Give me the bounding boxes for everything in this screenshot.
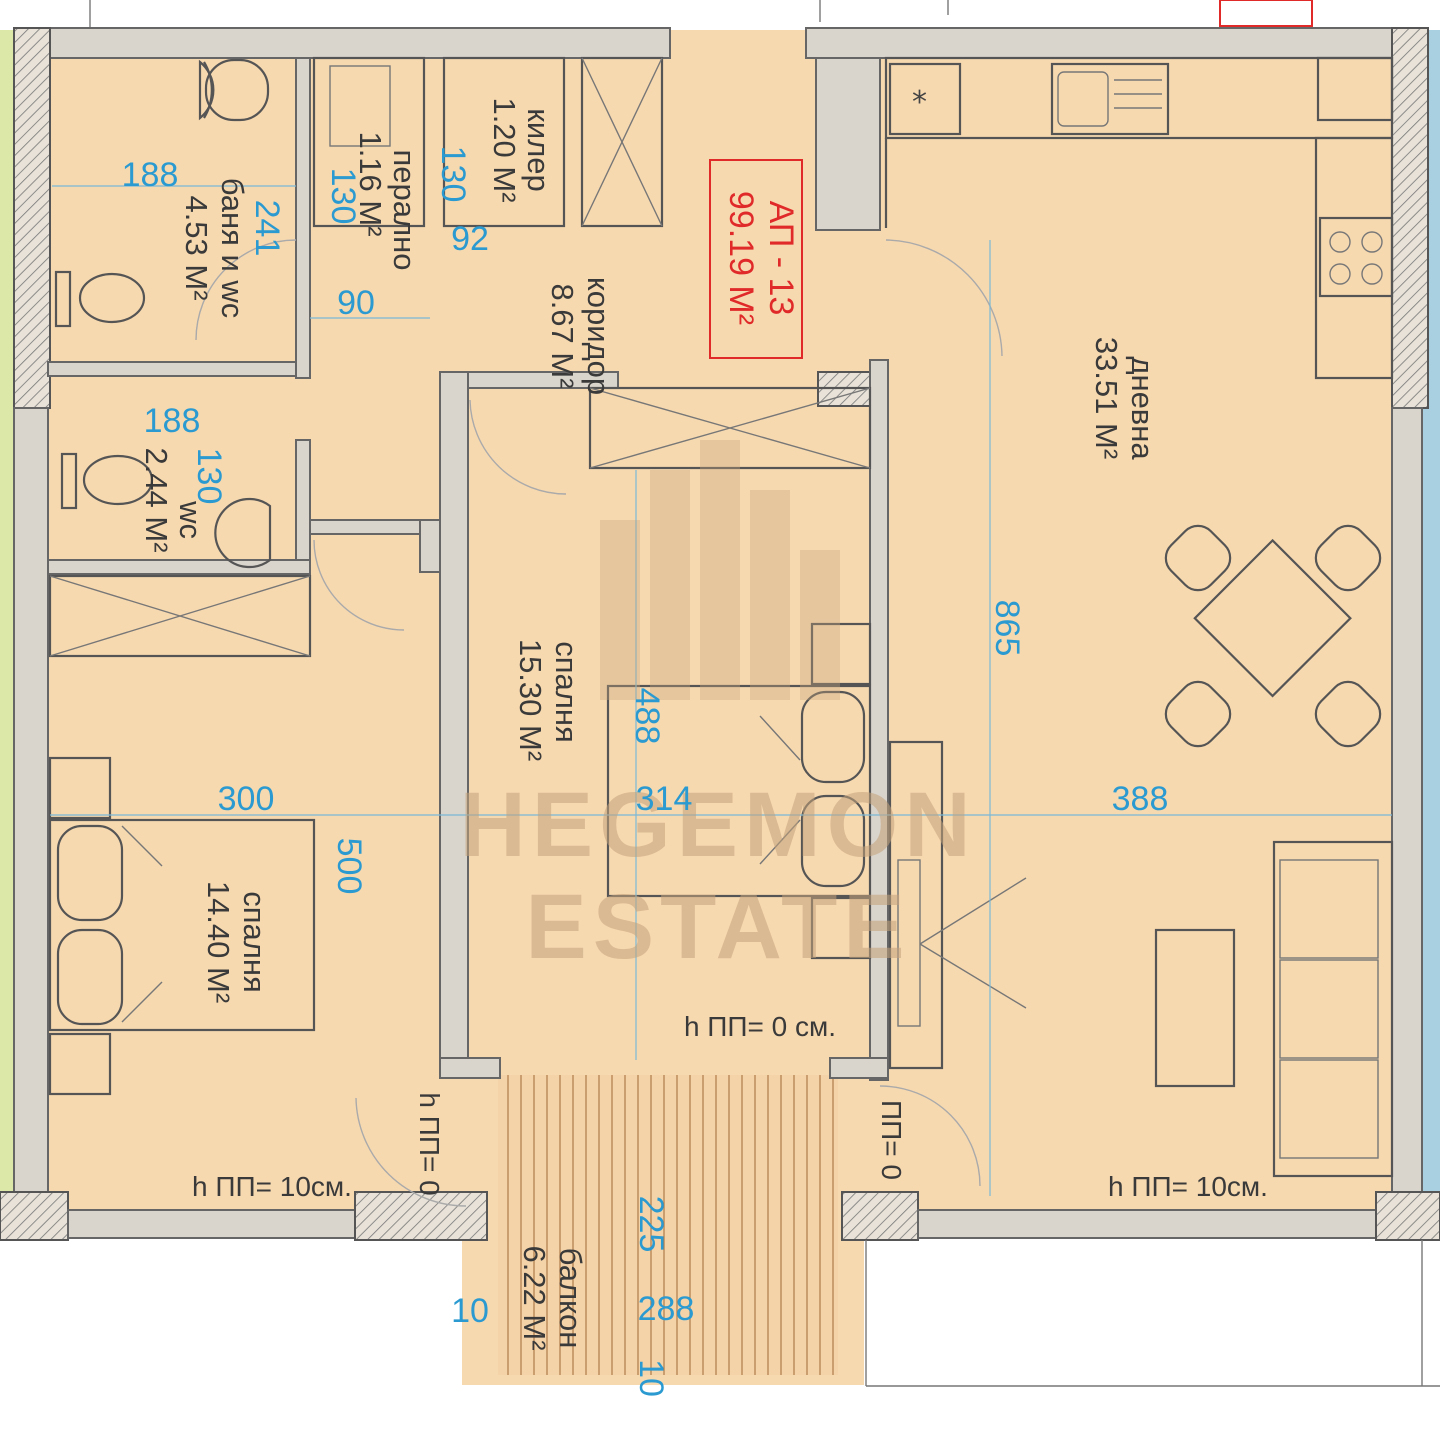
svg-text:*: * — [912, 85, 927, 120]
wc-name: wc — [173, 500, 208, 539]
storage-units — [48, 56, 872, 658]
dim-bath-length: 241 — [248, 200, 286, 257]
floor-level-door-right: ПП= 0 — [876, 1100, 907, 1180]
watermark-line1: HEGEMON — [459, 774, 976, 876]
floor-level-right: h ПП= 10см. — [1108, 1171, 1268, 1202]
laundry-name: перално — [387, 150, 422, 271]
dimension-lines — [50, 185, 1392, 1196]
dim-small-bedroom-width: 300 — [218, 780, 275, 818]
dim-balcony-depth: 225 — [632, 1196, 670, 1253]
kitchen-fixtures: * — [884, 56, 1394, 380]
dim-balcony-left-offset: 10 — [451, 1292, 489, 1330]
apartment-label: АП - 13 99.19 М² — [709, 159, 803, 359]
floor-level-center: h ПП= 0 см. — [684, 1011, 836, 1042]
dim-closet-width: 92 — [451, 220, 489, 258]
wc-area: 2.44 М² — [139, 447, 174, 552]
floor-level-labels: h ПП= 10см. h ПП= 0 см. h ПП= 10см. h ПП… — [192, 1011, 1268, 1202]
main-bedroom-area: 15.30 М² — [513, 639, 548, 761]
balcony-name: балкон — [553, 1248, 588, 1349]
living-area: 33.51 М² — [1089, 337, 1124, 459]
balcony-deck — [498, 1075, 838, 1375]
balcony-area: 6.22 М² — [517, 1245, 552, 1350]
watermark-line2: ESTATE — [525, 876, 910, 978]
bath-wc-name: баня и wc — [215, 178, 250, 319]
terrace-railing — [865, 1240, 1440, 1387]
watermark-logo: HEGEMON ESTATE — [459, 440, 976, 978]
dim-main-bedroom-width: 314 — [636, 780, 693, 818]
dim-balcony-width: 288 — [638, 1290, 695, 1328]
corridor-name: коридор — [581, 277, 616, 395]
dim-living-length: 865 — [988, 600, 1026, 657]
closet-area: 1.20 М² — [487, 97, 522, 202]
closet-name: килер — [521, 108, 556, 191]
dim-small-bedroom-length: 500 — [330, 838, 368, 895]
dim-laundry-width: 90 — [337, 284, 375, 322]
dim-main-bedroom-length: 488 — [628, 688, 666, 745]
apartment-floor — [18, 30, 1422, 1238]
door-swings — [195, 239, 1003, 1207]
floor-level-door-left: h ПП= 0 — [414, 1092, 445, 1195]
dim-wc-depth: 130 — [190, 448, 228, 505]
living-name: дневна — [1125, 356, 1160, 460]
laundry-area: 1.16 М² — [353, 131, 388, 236]
floor-level-left: h ПП= 10см. — [192, 1171, 352, 1202]
dim-living-width: 388 — [1112, 780, 1169, 818]
apartment-area: 99.19 М² — [722, 191, 760, 325]
dim-laundry-depth: 130 — [324, 168, 362, 225]
dining-set — [1164, 524, 1382, 748]
apartment-name: АП - 13 — [762, 201, 800, 316]
interior-walls — [47, 57, 889, 1081]
living-furniture — [888, 740, 1394, 1178]
dim-wc-width: 188 — [144, 402, 201, 440]
dim-bath-width: 188 — [122, 156, 179, 194]
main-bedroom-name: спалня — [549, 641, 584, 743]
exterior-walls — [0, 27, 1440, 1241]
main-bedroom-bed — [606, 622, 872, 960]
bathroom-fixtures — [54, 58, 272, 569]
top-neighbor-fragments — [89, 0, 1313, 30]
dim-balcony-bottom-offset: 10 — [632, 1359, 670, 1397]
dim-closet-depth: 130 — [434, 146, 472, 203]
dimension-labels: 188 241 130 90 130 92 188 130 300 500 31… — [122, 146, 1169, 1397]
room-labels: баня и wc 4.53 М² перално 1.16 М² килер … — [139, 97, 1160, 1350]
small-bedroom-name: спалня — [237, 891, 272, 993]
bath-wc-area: 4.53 М² — [179, 195, 214, 300]
corridor-area: 8.67 М² — [545, 283, 580, 388]
small-bedroom-area: 14.40 М² — [201, 881, 236, 1003]
small-bedroom-bed — [48, 756, 316, 1096]
